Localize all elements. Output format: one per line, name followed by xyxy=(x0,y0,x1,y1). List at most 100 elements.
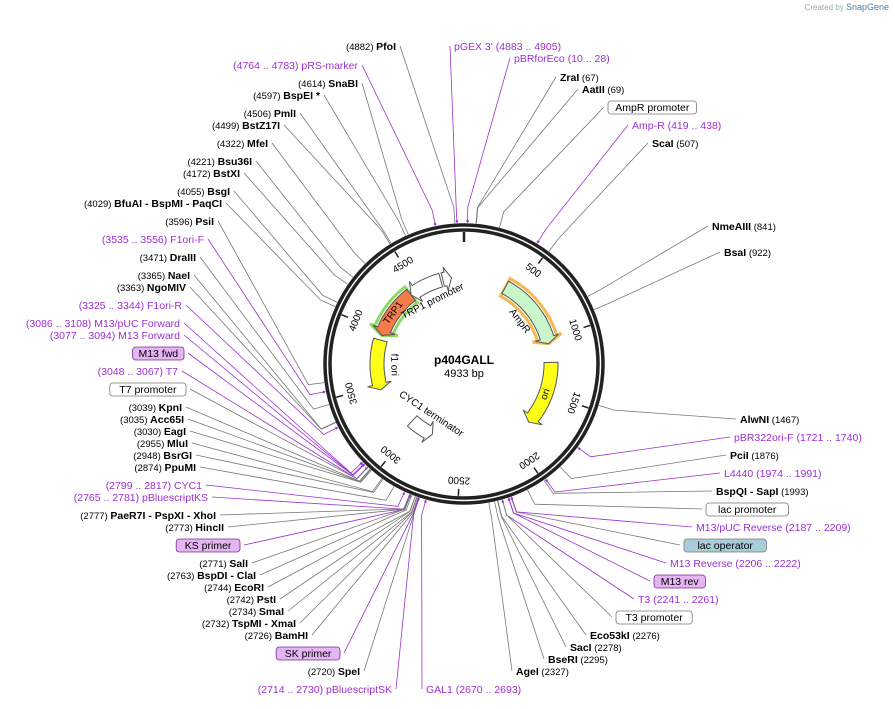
label-position: (2744) xyxy=(204,583,234,594)
site-label[interactable]: (2955) MluI xyxy=(137,438,188,450)
site-label[interactable]: GAL1 (2670 .. 2693) xyxy=(426,684,521,696)
site-label[interactable]: (4597) BspEI * xyxy=(253,90,321,102)
feature-arrow[interactable] xyxy=(501,280,559,345)
site-label[interactable]: BspQI - SapI (1993) xyxy=(716,486,809,498)
site-label[interactable]: (3086 .. 3108) M13/pUC Forward xyxy=(26,318,180,330)
site-label[interactable]: (2714 .. 2730) pBluescriptSK xyxy=(258,684,392,696)
leader-line xyxy=(187,418,371,483)
site-label[interactable]: (2742) PstI xyxy=(227,594,276,606)
label-name: Eco53kI xyxy=(590,630,630,642)
label-position: (4172) xyxy=(183,169,213,180)
label-name: T3 xyxy=(638,594,650,606)
site-label[interactable]: (4764 .. 4783) pRS-marker xyxy=(233,60,358,72)
site-label[interactable]: (4614) SnaBI xyxy=(298,78,358,90)
label-box xyxy=(175,538,241,553)
leader-line xyxy=(189,286,336,430)
label-name: T7 xyxy=(166,366,178,378)
site-label[interactable]: (4882) PfoI xyxy=(346,41,396,53)
site-label[interactable]: L4440 (1974 .. 1991) xyxy=(724,468,822,480)
site-label[interactable]: (3535 .. 3556) F1ori-F xyxy=(102,234,204,246)
site-label[interactable]: lac operator xyxy=(683,538,767,553)
site-label[interactable]: (3365) NaeI xyxy=(138,270,190,282)
site-label[interactable]: AatII (69) xyxy=(582,84,624,96)
site-label[interactable]: (2744) EcoRI xyxy=(204,582,264,594)
leader-line xyxy=(267,496,416,588)
site-label[interactable]: (2732) TspMI - XmaI xyxy=(202,618,296,630)
site-label[interactable]: M13 rev xyxy=(653,574,706,589)
site-label[interactable]: BseRI (2295) xyxy=(548,654,608,666)
site-label[interactable]: AmpR promoter xyxy=(607,100,697,115)
site-label[interactable]: (2726) BamHI xyxy=(245,630,308,642)
site-label[interactable]: (2771) SalI xyxy=(199,558,248,570)
site-label[interactable]: (4172) BstXI xyxy=(183,168,240,180)
site-label[interactable]: M13/pUC Reverse (2187 .. 2209) xyxy=(696,522,851,534)
label-box xyxy=(607,100,697,115)
site-label[interactable]: (3325 .. 3344) F1ori-R xyxy=(79,300,183,312)
credit: Created by SnapGene xyxy=(805,2,889,12)
site-label[interactable]: (2720) SpeI xyxy=(308,666,360,678)
label-text: (4764 .. 4783) pRS-marker xyxy=(233,60,358,72)
site-label[interactable]: T7 promoter xyxy=(109,382,187,397)
site-label[interactable]: pBRforEco (10 .. 28) xyxy=(514,53,610,65)
site-label[interactable]: ZraI (67) xyxy=(560,72,599,84)
site-label[interactable]: (3077 .. 3094) M13 Forward xyxy=(50,330,180,342)
site-label[interactable]: NmeAIII (841) xyxy=(712,221,776,233)
site-label[interactable]: M13 Reverse (2206 .. 2222) xyxy=(670,558,801,570)
feature-arrow[interactable] xyxy=(367,337,392,391)
site-label[interactable]: ScaI (507) xyxy=(652,138,698,150)
site-label[interactable]: (2777) PaeR7I - PspXI - XhoI xyxy=(80,510,216,522)
site-label[interactable]: PciI (1876) xyxy=(730,450,779,462)
site-label[interactable]: (4055) BsgI xyxy=(177,186,230,198)
feature-arrow[interactable] xyxy=(409,272,444,302)
site-label[interactable]: (2765 .. 2781) pBluescriptKS xyxy=(74,492,208,504)
site-label[interactable]: (2799 .. 2817) CYC1 xyxy=(106,480,202,492)
site-label[interactable]: pBR322ori-F (1721 .. 1740) xyxy=(734,432,862,444)
site-label[interactable]: (2763) BspDI - ClaI xyxy=(167,570,256,582)
site-label[interactable]: (4221) Bsu36I xyxy=(187,156,252,168)
site-label[interactable]: Eco53kI (2276) xyxy=(590,630,660,642)
site-label[interactable]: T3 (2241 .. 2261) xyxy=(638,594,719,606)
label-text: NmeAIII (841) xyxy=(712,221,776,233)
label-text: (3030) EagI xyxy=(134,426,186,438)
site-label[interactable]: AlwNI (1467) xyxy=(740,414,799,426)
site-label[interactable]: M13 fwd xyxy=(132,346,185,361)
label-text: (4499) BstZ17I xyxy=(212,120,280,132)
label-text: (2799 .. 2817) CYC1 xyxy=(106,480,202,492)
site-label[interactable]: Amp-R (419 .. 438) xyxy=(632,120,721,132)
site-label[interactable]: (4322) MfeI xyxy=(217,138,268,150)
feature-arrow[interactable] xyxy=(440,266,453,291)
site-label[interactable]: (2874) PpuMI xyxy=(134,462,196,474)
site-label[interactable]: (3471) DraIII xyxy=(140,252,196,264)
label-name: ZraI xyxy=(560,72,579,84)
site-label[interactable]: (2948) BsrGI xyxy=(133,450,192,462)
site-label[interactable]: (2734) SmaI xyxy=(229,606,284,618)
label-text: (2763) BspDI - ClaI xyxy=(167,570,256,582)
site-label[interactable]: AgeI (2327) xyxy=(516,666,569,678)
leader-line xyxy=(189,430,372,483)
site-label[interactable]: (4499) BstZ17I xyxy=(212,120,280,132)
site-label[interactable]: (2773) HincII xyxy=(165,522,224,534)
site-label[interactable]: (3039) KpnI xyxy=(129,402,183,414)
site-label[interactable]: (3035) Acc65I xyxy=(120,414,184,426)
site-label[interactable]: BsaI (922) xyxy=(724,247,771,259)
site-label[interactable]: SacI (2278) xyxy=(570,642,622,654)
leader-line xyxy=(199,466,395,501)
site-label[interactable]: lac promoter xyxy=(705,502,789,517)
site-label[interactable]: (3596) PsiI xyxy=(165,216,214,228)
site-label[interactable]: pGEX 3' (4883 .. 4905) xyxy=(454,41,561,53)
site-label[interactable]: (3363) NgoMIV xyxy=(117,282,186,294)
label-position: (4614) xyxy=(298,79,328,90)
label-name: BsrGI xyxy=(163,450,192,462)
feature-arrow[interactable] xyxy=(406,415,434,443)
site-label[interactable]: KS primer xyxy=(175,538,241,553)
site-label[interactable]: (3048 .. 3067) T7 xyxy=(98,366,179,378)
label-position: (4764 .. 4783) xyxy=(233,60,301,72)
site-label[interactable]: T3 promoter xyxy=(615,610,693,625)
feature-arrow[interactable] xyxy=(372,288,417,337)
site-label[interactable]: (3030) EagI xyxy=(134,426,186,438)
feature-arrow[interactable] xyxy=(522,361,559,426)
label-position: (2295) xyxy=(578,655,608,666)
site-label[interactable]: SK primer xyxy=(275,646,341,661)
site-label[interactable]: (4029) BfuAI - BspMI - PaqCI xyxy=(84,198,222,210)
site-label[interactable]: (4506) PmlI xyxy=(244,108,296,120)
